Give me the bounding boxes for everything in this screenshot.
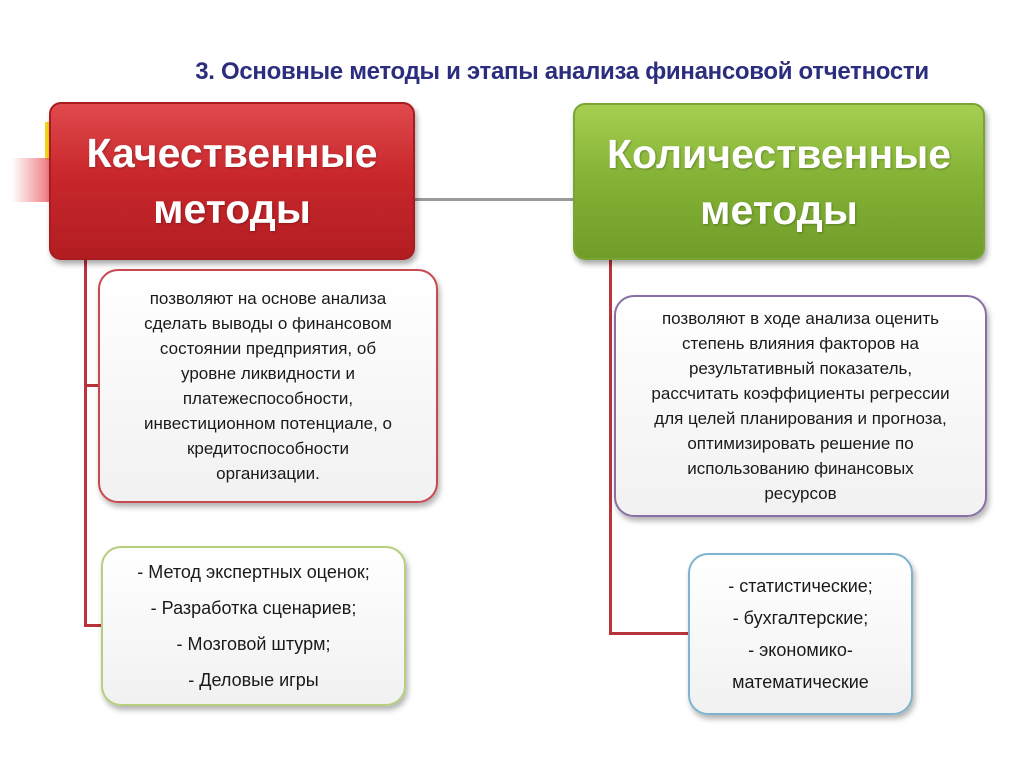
method-item: - статистические; <box>728 576 873 596</box>
qualitative-header-line-1: Качественные <box>86 130 378 176</box>
method-item: - бухгалтерские; <box>732 608 869 628</box>
qualitative-methods-header: Качественные методы <box>49 102 415 260</box>
method-item: - Мозговой штурм; <box>176 634 331 654</box>
quantitative-header-line-2: методы <box>700 186 858 233</box>
description-line: оптимизировать решение по <box>687 434 914 453</box>
method-item: - Деловые игры <box>188 670 319 690</box>
method-item: математические <box>732 672 869 692</box>
description-line: ресурсов <box>764 484 837 503</box>
qualitative-branch-desc <box>84 384 100 387</box>
qualitative-methods-list: - Метод экспертных оценок; - Разработка … <box>101 546 406 706</box>
qualitative-description-box: позволяют на основе анализа сделать выво… <box>98 269 438 503</box>
method-item: - Метод экспертных оценок; <box>137 562 370 582</box>
description-line: рассчитать коэффициенты регрессии <box>651 384 950 403</box>
header-connector-line <box>413 198 573 201</box>
description-line: использованию финансовых <box>687 459 914 478</box>
description-line: кредитоспособности <box>186 439 350 458</box>
quantitative-methods-header: Количественные методы <box>573 103 985 260</box>
description-line: уровне ликвидности и <box>181 364 355 383</box>
quantitative-methods-list: - статистические; - бухгалтерские; - эко… <box>688 553 913 715</box>
decorative-pink-gradient <box>12 158 54 202</box>
description-line: инвестиционном потенциале, о <box>144 414 392 433</box>
method-item: - Разработка сценариев; <box>150 598 357 618</box>
quantitative-tree-line <box>609 256 612 635</box>
description-line: сделать выводы о финансовом <box>144 314 392 333</box>
quantitative-header-line-1: Количественные <box>606 130 952 177</box>
description-line: организации. <box>216 464 320 483</box>
quantitative-description-box: позволяют в ходе анализа оценить степень… <box>614 295 987 517</box>
description-line: позволяют на основе анализа <box>149 289 387 308</box>
description-line: позволяют в ходе анализа оценить <box>661 309 940 328</box>
quantitative-branch-methods <box>609 632 690 635</box>
qualitative-tree-line <box>84 256 87 627</box>
description-line: состоянии предприятия, об <box>159 339 377 358</box>
description-line: результативный показатель, <box>688 359 913 378</box>
description-line: для целей планирования и прогноза, <box>654 409 947 428</box>
description-line: платежеспособности, <box>182 389 354 408</box>
method-item: - экономико- <box>748 640 853 660</box>
slide-title: 3. Основные методы и этапы анализа финан… <box>195 58 929 85</box>
qualitative-branch-methods <box>84 624 103 627</box>
description-line: степень влияния факторов на <box>682 334 919 353</box>
qualitative-header-line-2: методы <box>153 186 311 232</box>
